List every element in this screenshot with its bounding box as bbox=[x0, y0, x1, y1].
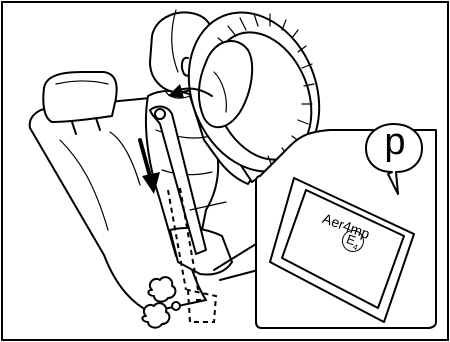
marker-letter: p bbox=[380, 122, 410, 162]
approval-mark-subscript: 4 bbox=[352, 242, 359, 252]
